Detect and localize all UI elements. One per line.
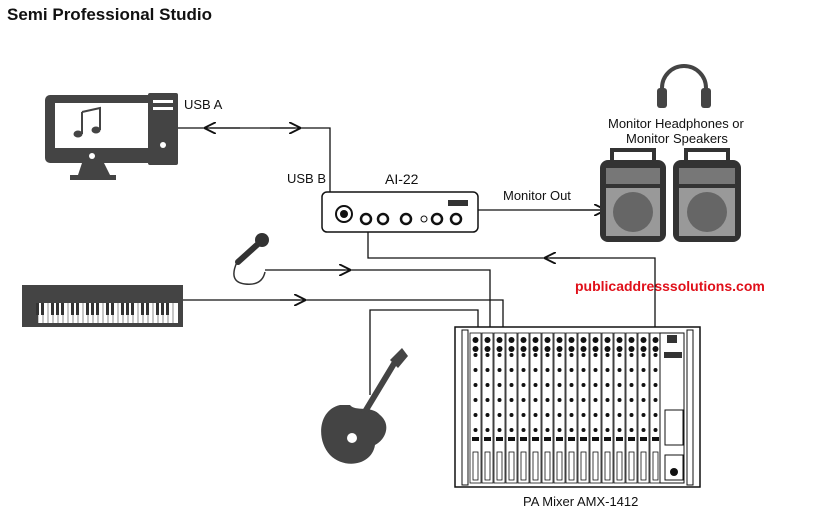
website-label: publicaddresssolutions.com [575,278,765,294]
speaker-icon [600,148,666,242]
computer-monitor-icon [45,95,165,180]
guitar-icon [321,348,408,464]
black-key [76,303,79,315]
black-key [146,303,149,315]
headphones-icon [657,64,711,108]
mixer-to-interface-cable [367,232,656,330]
channel-strip [589,332,602,484]
channel-strip [553,332,566,484]
interface-label: AI-22 [385,171,419,187]
black-key [56,303,59,315]
monitor-label-line1: Monitor Headphones or [608,116,744,131]
black-key [126,303,129,315]
channel-strip [565,332,578,484]
monitor-label-line2: Monitor Speakers [626,131,728,146]
brand-logo [448,200,468,206]
keyboard-cable [183,299,504,330]
black-key [131,303,134,315]
channel-strip [517,332,530,484]
brand-logo [664,352,682,358]
channel-strip [649,332,662,484]
monitor-out-label: Monitor Out [503,188,571,203]
channel-strip [625,332,638,484]
keyboard-icon [22,285,183,327]
channel-strip [601,332,614,484]
black-key [106,303,109,315]
connection-lines [178,127,656,395]
black-key [36,303,39,315]
channel-strip [481,332,494,484]
black-key [96,303,99,315]
channel-strip [577,332,590,484]
guitar-cable [369,309,479,395]
mixer-label: PA Mixer AMX-1412 [523,494,639,509]
channel-strip [505,332,518,484]
black-key [61,303,64,315]
usb-a-label: USB A [184,97,223,112]
speaker-icon [673,148,741,242]
music-note-icon [73,106,101,138]
channel-strip [541,332,554,484]
channel-strip [613,332,626,484]
black-key [156,303,159,315]
black-key [71,303,74,315]
black-key [166,303,169,315]
black-key [121,303,124,315]
channel-strip [529,332,542,484]
black-key [161,303,164,315]
mixer-icon [454,326,701,488]
channel-strip [493,332,506,484]
pc-tower-icon [148,93,178,165]
black-key [141,303,144,315]
black-key [111,303,114,315]
channel-strip [637,332,650,484]
black-key [91,303,94,315]
audio-interface-icon [321,191,479,233]
black-key [86,303,89,315]
black-key [41,303,44,315]
diagram-title: Semi Professional Studio [7,5,212,24]
channel-strip [469,332,482,484]
usb-b-label: USB B [287,171,327,186]
microphone-icon [233,233,269,285]
black-key [51,303,54,315]
usb-cable [178,127,331,192]
